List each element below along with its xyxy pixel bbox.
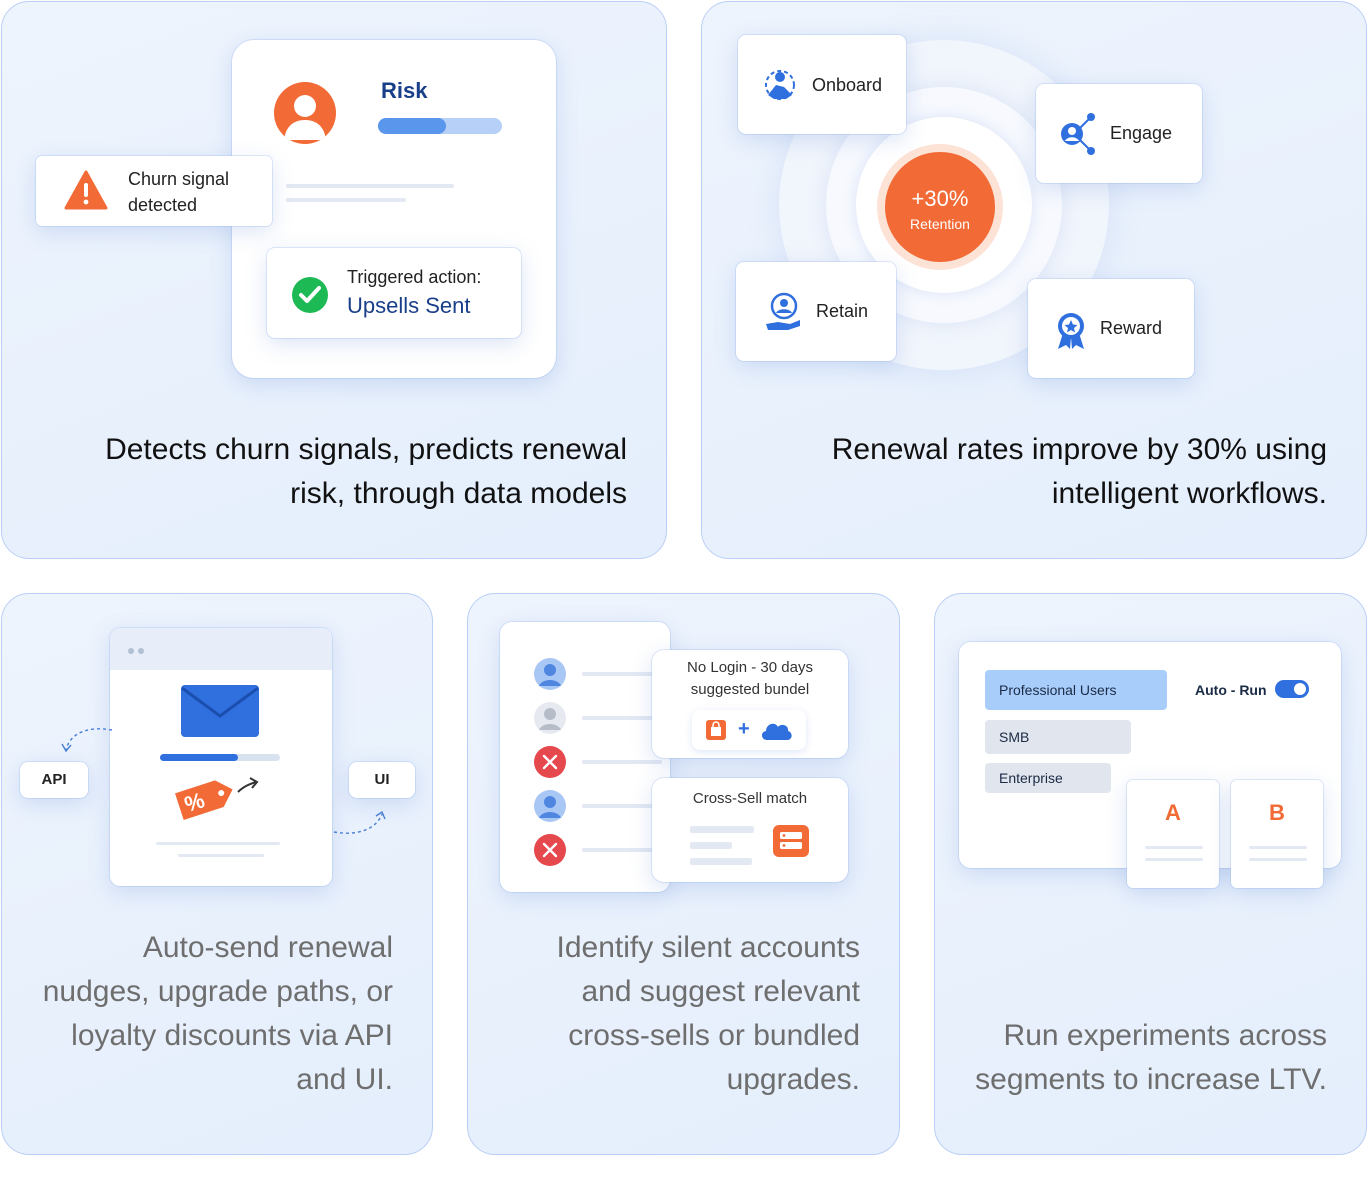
account-list xyxy=(500,622,670,892)
placeholder-line xyxy=(178,854,264,857)
user-hand-icon xyxy=(766,292,800,330)
server-icon xyxy=(773,825,809,857)
segment-enterprise[interactable]: Enterprise xyxy=(985,763,1111,793)
bundle-suggestion-line2: suggested bundel xyxy=(690,681,810,698)
step-reward: Reward xyxy=(1028,279,1194,378)
placeholder-line xyxy=(156,842,280,845)
placeholder-line xyxy=(690,826,754,833)
warning-icon xyxy=(64,170,108,210)
api-label: API xyxy=(41,771,67,788)
placeholder-line xyxy=(690,858,752,865)
user-icon xyxy=(534,658,566,690)
auto-run-label: Auto - Run xyxy=(1195,682,1267,698)
risk-bar-fill xyxy=(378,118,447,134)
check-circle-icon xyxy=(292,277,328,313)
variant-a-label: A xyxy=(1165,800,1181,825)
step-reward-label: Reward xyxy=(1100,318,1163,338)
retention-value: +30% xyxy=(911,186,969,211)
variant-b-label: B xyxy=(1269,800,1285,825)
window-dot xyxy=(138,648,144,654)
plus-sign: + xyxy=(738,718,750,740)
retention-badge: +30% Retention xyxy=(885,152,995,262)
dashed-arrow-ui xyxy=(333,810,386,834)
api-chip: API xyxy=(20,762,88,798)
ui-chip: UI xyxy=(349,762,415,798)
email-window: % xyxy=(110,628,332,886)
cloud-icon xyxy=(761,723,792,740)
error-x-icon xyxy=(534,746,566,778)
placeholder-line xyxy=(690,842,732,849)
placeholder-line xyxy=(1249,858,1307,861)
step-retain-label: Retain xyxy=(816,301,869,321)
step-engage-label: Engage xyxy=(1110,123,1173,143)
panel3-caption: Auto-send renewal nudges, upgrade paths,… xyxy=(42,931,393,1096)
share-user-icon xyxy=(1061,113,1095,155)
panel2-caption: Renewal rates improve by 30% using intel… xyxy=(831,433,1327,510)
user-avatar xyxy=(274,82,336,144)
triggered-action-value: Upsells Sent xyxy=(347,293,471,318)
placeholder-line xyxy=(582,760,662,764)
auto-run-toggle[interactable] xyxy=(1275,680,1309,698)
handshake-icon xyxy=(765,70,795,100)
silent-accounts-panel: No Login - 30 days suggested bundel + Cr… xyxy=(467,593,900,1155)
bundle-suggestion-popup: No Login - 30 days suggested bundel + xyxy=(652,650,848,758)
placeholder-line xyxy=(582,804,662,808)
cross-sell-popup: Cross-Sell match xyxy=(652,778,848,882)
panel4-caption: Identify silent accounts and suggest rel… xyxy=(556,931,860,1096)
variant-a-card: A xyxy=(1127,780,1219,888)
placeholder-line xyxy=(582,848,662,852)
churn-detection-panel: Risk Churn signal detected Triggered act… xyxy=(1,1,667,559)
error-x-icon xyxy=(534,834,566,866)
placeholder-line xyxy=(286,198,406,202)
send-progress xyxy=(160,754,280,761)
placeholder-line xyxy=(1145,858,1203,861)
step-engage: Engage xyxy=(1036,84,1202,183)
panel5-caption: Run experiments across segments to incre… xyxy=(975,1019,1327,1096)
placeholder-line xyxy=(286,184,454,188)
risk-bar xyxy=(378,118,502,134)
variant-b-card: B xyxy=(1231,780,1323,888)
triggered-action-card: Triggered action: Upsells Sent xyxy=(267,248,521,338)
experiments-panel: Professional Users SMB Enterprise Auto -… xyxy=(934,593,1367,1155)
send-progress-fill xyxy=(160,754,238,761)
step-onboard-label: Onboard xyxy=(812,75,883,95)
placeholder-line xyxy=(1145,846,1203,849)
placeholder-line xyxy=(1249,846,1307,849)
churn-signal-text-2: detected xyxy=(128,195,198,215)
user-icon xyxy=(284,95,326,140)
step-onboard: Onboard xyxy=(738,35,906,134)
shopping-bag-icon xyxy=(706,720,726,740)
ui-label: UI xyxy=(374,771,390,788)
dashed-arrow-api xyxy=(61,728,113,753)
cross-sell-title: Cross-Sell match xyxy=(692,790,808,807)
discount-tag-icon: % xyxy=(175,777,259,820)
bundle-items: + xyxy=(692,710,806,750)
risk-label: Risk xyxy=(381,78,428,103)
window-dot xyxy=(128,648,134,654)
churn-signal-alert: Churn signal detected xyxy=(36,156,272,226)
placeholder-line xyxy=(582,672,662,676)
award-badge-icon xyxy=(1058,313,1084,349)
mail-envelope-icon xyxy=(181,685,259,737)
bundle-suggestion-line1: No Login - 30 days xyxy=(687,659,813,676)
retention-panel: +30% Retention Onboard Engage Retai xyxy=(701,1,1367,559)
segment-smb[interactable]: SMB xyxy=(985,720,1131,754)
step-retain: Retain xyxy=(736,262,896,361)
auto-send-panel: % API UI Auto-send renewal nudges, upgra… xyxy=(1,593,433,1155)
user-inactive-icon xyxy=(534,702,566,734)
segment-professional-users[interactable]: Professional Users xyxy=(985,670,1167,710)
placeholder-line xyxy=(582,716,662,720)
user-icon xyxy=(534,790,566,822)
panel1-caption: Detects churn signals, predicts renewal … xyxy=(105,433,627,510)
retention-label: Retention xyxy=(910,216,970,232)
window-titlebar xyxy=(110,628,332,670)
triggered-action-label: Triggered action: xyxy=(347,267,482,287)
churn-signal-text-1: Churn signal xyxy=(128,169,230,189)
